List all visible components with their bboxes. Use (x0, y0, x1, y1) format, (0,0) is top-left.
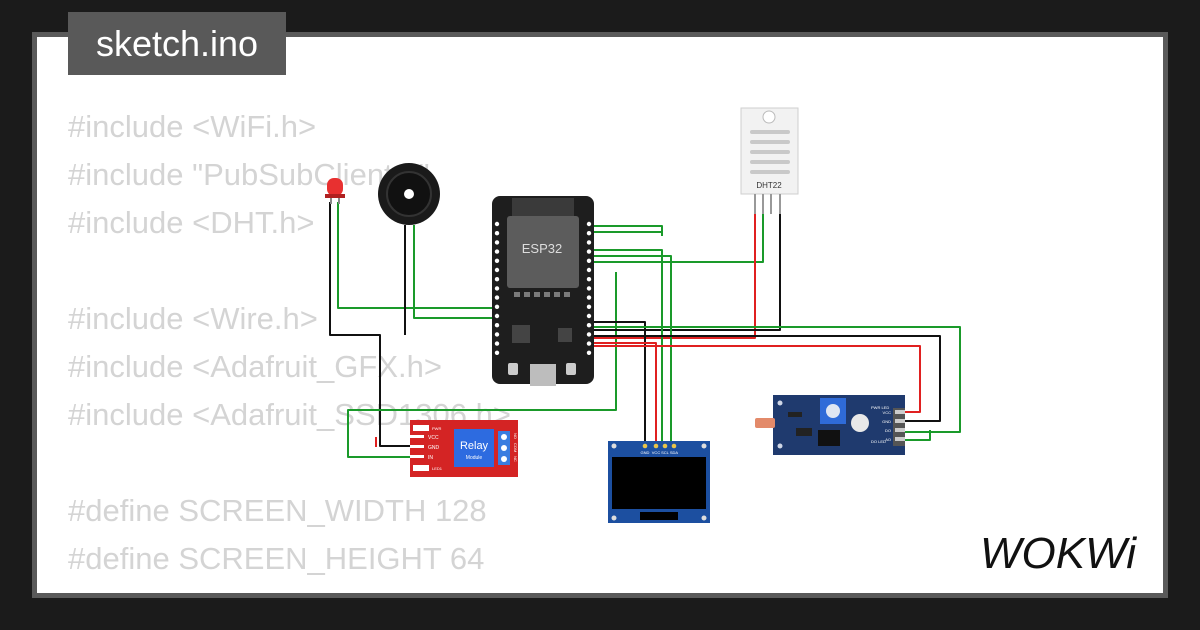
relay-pin-gnd: GND (428, 445, 440, 451)
esp32-pin[interactable] (494, 313, 500, 319)
wire-dht-data (593, 212, 764, 263)
wire-led-gnd (329, 202, 410, 447)
oled-display[interactable]: GND VCC SCL SDA (608, 441, 710, 523)
esp32-pin[interactable] (586, 313, 592, 319)
ldr-pin-ao: AO (885, 437, 891, 442)
relay-subtitle: Module (466, 455, 483, 461)
wire-dht-gnd (593, 212, 781, 331)
ldr-pin-do: DO (885, 428, 891, 433)
file-tab[interactable]: sketch.ino (68, 12, 286, 75)
dht22-sensor[interactable]: DHT22 (740, 107, 799, 214)
relay-title: Relay (460, 440, 489, 452)
esp32-pin[interactable] (494, 341, 500, 346)
oled-pin-sda: SDA (670, 450, 679, 455)
wire-oled-vcc (593, 342, 657, 450)
esp32-pin[interactable] (586, 258, 592, 263)
ldr-pin-gnd: GND (882, 419, 891, 424)
relay-pin-in: IN (428, 455, 433, 461)
ldr-led-do: DO LED (871, 439, 886, 444)
wire-oled-scl (593, 255, 672, 450)
wire-relay-in (347, 272, 617, 458)
esp32-pin[interactable] (494, 295, 500, 300)
wire-buzzer-esp (413, 225, 497, 319)
wokwi-logo: WOKWi (980, 529, 1137, 578)
buzzer[interactable] (378, 163, 440, 225)
esp32-pin[interactable] (494, 221, 500, 227)
esp32-pin[interactable] (586, 231, 592, 236)
relay-led-1: LED1 (432, 466, 443, 471)
ldr-module[interactable]: PWR LED DO LED VCC GND DO AO (755, 395, 905, 455)
wire-dht-vcc (593, 212, 756, 339)
esp32-pin[interactable] (494, 323, 500, 328)
esp32-pin[interactable] (494, 267, 500, 273)
ldr-led-pwr: PWR LED (871, 405, 889, 410)
esp32-pin[interactable] (494, 231, 500, 236)
wire-ldr-vcc (593, 345, 921, 413)
oled-pin-vcc: VCC (652, 450, 661, 455)
esp32-label: ESP32 (522, 241, 562, 256)
project-canvas: #include <WiFi.h> #include "PubSubClient… (37, 37, 1163, 593)
relay-module[interactable]: Relay Module PWR LED1 VCC GND IN NO COM … (410, 420, 518, 477)
oled-pin-scl: SCL (661, 450, 670, 455)
esp32-pin[interactable] (586, 350, 592, 355)
esp32-pin[interactable] (586, 286, 592, 291)
oled-pin-gnd: GND (641, 450, 650, 455)
wires (329, 202, 961, 458)
esp32-pin[interactable] (586, 277, 592, 282)
esp32-pin[interactable] (586, 267, 592, 273)
led[interactable] (325, 178, 345, 204)
esp32-pin[interactable] (586, 221, 592, 227)
wire-led-esp (337, 202, 497, 309)
esp32-pin[interactable] (586, 295, 592, 300)
esp32-pin[interactable] (494, 332, 500, 337)
esp32-pin[interactable] (586, 332, 592, 337)
esp32-pin[interactable] (494, 240, 500, 245)
esp32-pin[interactable] (586, 341, 592, 346)
relay-terminal-com: COM (513, 443, 518, 452)
relay-led-pwr: PWR (432, 426, 441, 431)
esp32-pin[interactable] (494, 258, 500, 263)
ldr-pin-vcc: VCC (883, 410, 892, 415)
esp32-board[interactable]: ESP32 (492, 196, 594, 386)
wokwi-logo-text: WOKWi (980, 529, 1137, 578)
wire-oled-gnd (593, 321, 646, 450)
esp32-pin[interactable] (586, 249, 592, 254)
relay-pin-vcc: VCC (428, 435, 439, 441)
wire-ldr-ao (593, 326, 961, 433)
dht-label: DHT22 (756, 181, 782, 190)
esp32-pin[interactable] (494, 249, 500, 254)
esp32-pin[interactable] (494, 277, 500, 282)
relay-terminal-no: NO (513, 433, 518, 439)
relay-terminal-nc: NC (513, 456, 518, 462)
esp32-pin[interactable] (494, 286, 500, 291)
esp32-pin[interactable] (586, 304, 592, 309)
esp32-pin[interactable] (494, 304, 500, 309)
wire-ldr-gnd (593, 335, 941, 422)
wire-oled-sda (593, 249, 663, 450)
esp32-pin[interactable] (586, 323, 592, 328)
wire-ldr-do (903, 430, 931, 441)
esp32-pin[interactable] (494, 350, 500, 355)
esp32-pin[interactable] (586, 240, 592, 245)
